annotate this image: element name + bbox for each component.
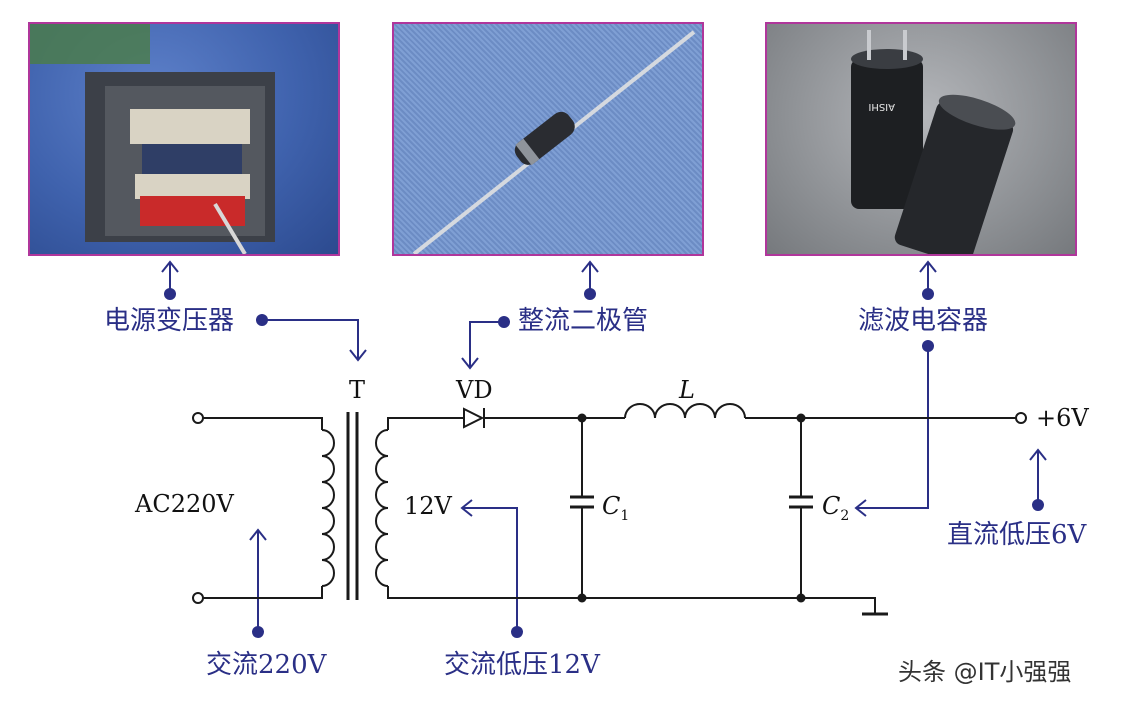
capacitor-marking: AISHI [868,101,895,112]
capacitor-photo-arrowhead [919,260,937,273]
transformer-leader [262,319,359,360]
transformer-photo [28,22,340,256]
diode-symbol-label: VD [456,376,493,404]
secondary-voltage-label: 12V [404,492,452,520]
c1-subscript: 1 [620,507,630,524]
secondary-coil [375,429,389,587]
capacitor-label: 滤波电容器 [858,306,989,336]
c1-label: C1 [602,494,629,523]
diode-label: 整流二极管 [518,306,649,336]
transformer-label: 电源变压器 [104,306,235,336]
transformer-symbol-label: T [349,376,366,404]
diode-photo [392,22,704,256]
c2-label: C2 [822,494,849,523]
diode-symbol [463,407,485,429]
diode-photo-arrowhead [581,260,599,273]
secondary-note: 交流低压12V [444,650,600,680]
c2-letter: C [822,492,841,520]
inductor-symbol-label: L [679,376,695,404]
capacitor-leader [856,346,929,509]
c2-subscript: 2 [840,507,850,524]
transformer-photo-arrowhead [161,260,179,273]
diode-leader [469,321,504,368]
inductor-symbol [624,403,746,419]
ac-input-note: 交流220V [206,650,327,680]
circuit-wires [192,403,1027,616]
primary-coil [321,429,335,587]
output-note: 直流低压6V [947,520,1087,550]
c1-letter: C [602,492,621,520]
ac-input-label: AC220V [135,490,234,518]
watermark: 头条 @IT小强强 [898,658,1072,686]
capacitor-photo: AISHI [765,22,1077,256]
output-voltage: +6V [1036,404,1089,432]
